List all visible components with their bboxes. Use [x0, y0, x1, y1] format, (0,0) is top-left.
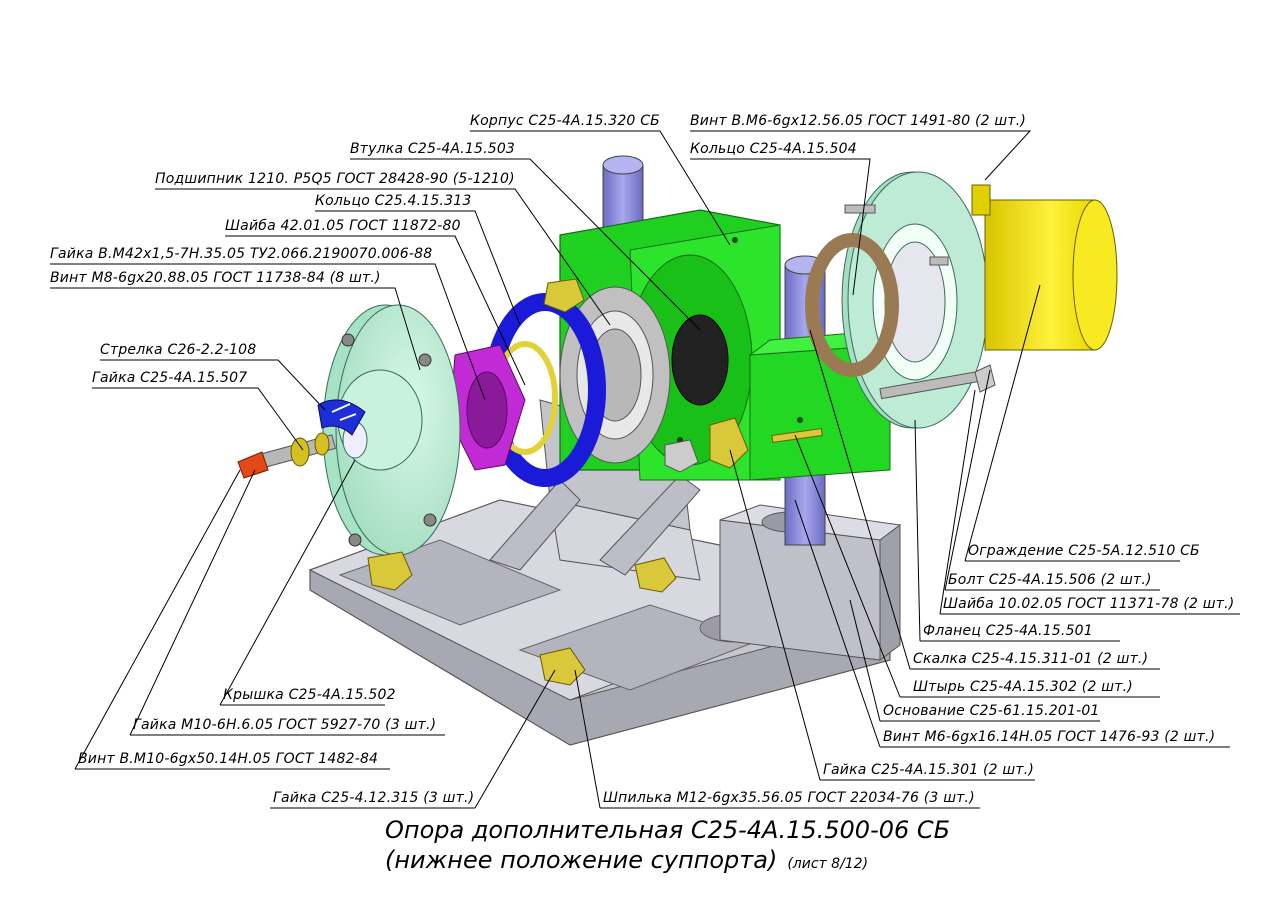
label-podshipnik: Подшипник 1210. Р5Q5 ГОСТ 28428-90 (5-12…: [155, 171, 515, 187]
label-koltso-313: Кольцо С25.4.15.313: [315, 193, 472, 209]
label-gaika-315: Гайка С25-4.12.315 (3 шт.): [273, 790, 475, 806]
label-flanets: Фланец С25-4А.15.501: [923, 623, 1093, 639]
drawing-title-line1: Опора дополнительная С25-4А.15.500-06 СБ: [385, 816, 951, 844]
label-ograzhdenie: Ограждение С25-5А.12.510 СБ: [968, 543, 1200, 559]
brown-ring: [805, 233, 899, 377]
label-shaiba-42: Шайба 42.01.05 ГОСТ 11872-80: [225, 218, 461, 234]
label-vint-m10: Винт В.М10-6gх50.14Н.05 ГОСТ 1482-84: [78, 751, 379, 767]
label-shaiba-10: Шайба 10.02.05 ГОСТ 11371-78 (2 шт.): [943, 596, 1235, 612]
label-kryshka: Крышка С25-4А.15.502: [223, 687, 396, 703]
drawing-title: Опора дополнительная С25-4А.15.500-06 СБ: [385, 816, 950, 844]
label-vint-m8: Винт М8-6gх20.88.05 ГОСТ 11738-84 (8 шт.…: [50, 270, 381, 286]
cover: [317, 304, 461, 556]
label-skalka: Скалка С25-4.15.311-01 (2 шт.): [913, 651, 1149, 667]
label-koltso-504: Кольцо С25-4А.15.504: [690, 141, 857, 157]
sheet-number: (лист 8/12): [787, 856, 869, 872]
label-bolt: Болт С25-4А.15.506 (2 шт.): [948, 572, 1152, 588]
label-shpilka: Шпилька М12-6gх35.56.05 ГОСТ 22034-76 (3…: [603, 790, 975, 806]
label-osnovanie: Основание С25-61.15.201-01: [883, 703, 1100, 719]
label-vint-m6-16: Винт М6-6gх16.14Н.05 ГОСТ 1476-93 (2 шт.…: [883, 729, 1216, 745]
bolts: [844, 204, 996, 400]
purple-nut: [449, 344, 526, 471]
drawing-subtitle: (нижнее положение суппорта) (лист 8/12): [385, 846, 868, 878]
label-gaika-m10: Гайка М10-6Н.6.05 ГОСТ 5927-70 (3 шт.): [133, 717, 437, 733]
guard: [971, 184, 1118, 351]
drawing-title-line2: (нижнее положение суппорта): [385, 846, 778, 874]
label-strelka: Стрелка С26-2.2-108: [100, 342, 257, 358]
label-gaika-m42: Гайка В.М42х1,5-7Н.35.05 ТУ2.066.2190070…: [50, 246, 433, 262]
label-vtulka: Втулка С25-4А.15.503: [350, 141, 516, 157]
label-vint-m6-12: Винт В.М6-6gх12.56.05 ГОСТ 1491-80 (2 шт…: [690, 113, 1027, 129]
label-gaika-507: Гайка С25-4А.15.507: [92, 370, 248, 386]
label-korpus: Корпус С25-4А.15.320 СБ: [470, 113, 660, 129]
leader-lines: [50, 130, 1240, 809]
base-nuts: [367, 278, 823, 686]
label-shtyr: Штырь С25-4А.15.302 (2 шт.): [913, 679, 1133, 695]
label-gaika-301: Гайка С25-4А.15.301 (2 шт.): [823, 762, 1035, 778]
screw-tip: [237, 432, 337, 479]
